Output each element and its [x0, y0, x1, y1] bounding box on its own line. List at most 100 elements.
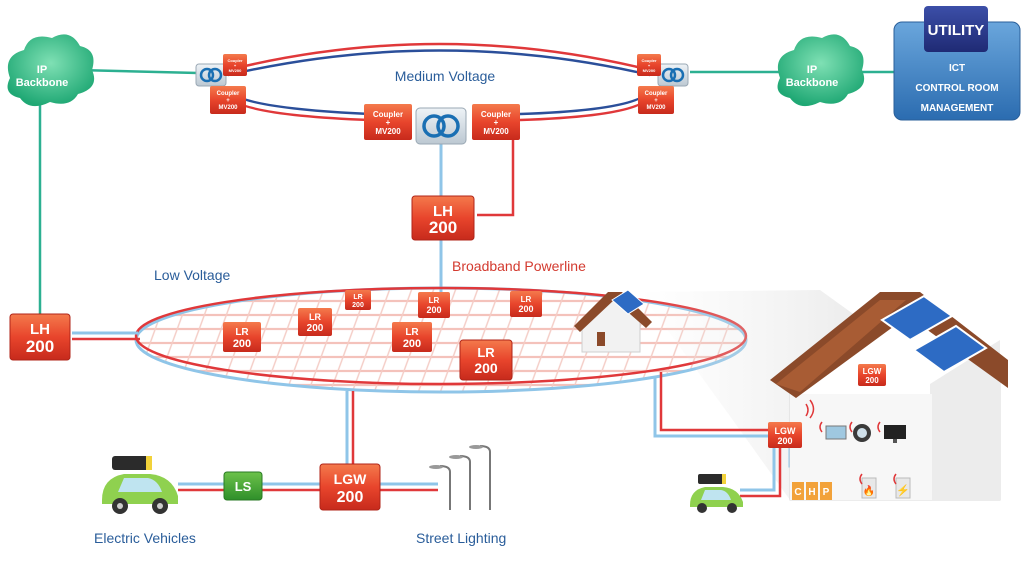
- coupler-mv200-mid-left: Coupler + MV200: [210, 86, 246, 114]
- svg-text:Coupler: Coupler: [373, 110, 403, 119]
- ip-backbone-right: IP Backbone: [777, 34, 865, 107]
- lr-200-repeater: LR 200: [418, 292, 450, 318]
- electric-vehicles-label: Electric Vehicles: [94, 530, 196, 546]
- appliance-icons: 🔥 ⚡: [861, 477, 911, 499]
- svg-text:MV200: MV200: [229, 68, 242, 73]
- svg-text:MV200: MV200: [646, 105, 666, 111]
- svg-text:200: 200: [233, 338, 251, 350]
- electric-car-icon: [102, 456, 178, 514]
- small-house-icon: [574, 289, 652, 353]
- home: 🔥 ⚡: [770, 292, 1008, 501]
- coupler-mv200-top-left: Coupler + MV200: [223, 54, 247, 76]
- lr-200-repeater: LR 200: [392, 322, 432, 352]
- svg-text:+: +: [226, 98, 230, 104]
- svg-text:+: +: [494, 118, 499, 127]
- tv-icon: [884, 425, 906, 443]
- svg-text:LR: LR: [521, 295, 532, 304]
- coupler-units: [195, 63, 689, 145]
- utility-line-ict: ICT: [949, 63, 965, 74]
- medium-voltage-label: Medium Voltage: [395, 68, 496, 84]
- svg-text:+: +: [648, 63, 651, 68]
- street-links: [178, 482, 438, 492]
- cloud-right-line2: Backbone: [786, 77, 839, 89]
- svg-text:+: +: [386, 118, 391, 127]
- svg-text:P: P: [823, 487, 830, 498]
- solar-panel-icon: [880, 294, 988, 374]
- svg-text:200: 200: [426, 305, 441, 315]
- svg-text:LR: LR: [429, 296, 440, 305]
- svg-text:🔥: 🔥: [863, 484, 875, 497]
- svg-text:Coupler: Coupler: [641, 58, 657, 63]
- low-voltage-label: Low Voltage: [154, 267, 230, 283]
- svg-text:200: 200: [865, 376, 879, 385]
- svg-text:H: H: [808, 487, 815, 498]
- wifi-icon: [805, 399, 897, 485]
- lgw-200-house: LGW 200: [768, 422, 802, 448]
- meter-icon: [853, 424, 871, 442]
- svg-text:LR: LR: [353, 294, 362, 301]
- svg-text:⚡: ⚡: [896, 484, 910, 497]
- lr-200-repeaters: LR 200 LR 200 LR 200 LR 200 LR 200 LR 20…: [223, 290, 542, 381]
- svg-text:Coupler: Coupler: [227, 58, 243, 63]
- svg-text:200: 200: [352, 302, 364, 309]
- svg-text:LH: LH: [30, 321, 50, 338]
- svg-text:+: +: [654, 98, 658, 104]
- svg-text:MV200: MV200: [375, 127, 401, 136]
- svg-text:LR: LR: [235, 327, 249, 338]
- svg-text:LGW: LGW: [334, 471, 367, 487]
- svg-text:LGW: LGW: [775, 426, 796, 436]
- lh-200-top: LH 200: [411, 195, 475, 241]
- svg-text:Coupler: Coupler: [481, 110, 511, 119]
- svg-text:MV200: MV200: [643, 68, 656, 73]
- svg-text:MV200: MV200: [483, 127, 509, 136]
- computer-icon: [825, 425, 847, 440]
- svg-text:LS: LS: [235, 479, 252, 494]
- svg-text:Coupler: Coupler: [645, 91, 668, 97]
- svg-text:LR: LR: [309, 312, 321, 322]
- broadband-powerline-label: Broadband Powerline: [452, 258, 586, 274]
- svg-text:200: 200: [777, 436, 792, 446]
- svg-text:LR: LR: [405, 327, 419, 338]
- electric-car-small-icon: [690, 474, 743, 513]
- lh-200-left: LH 200: [9, 313, 71, 361]
- street-light-icon: [429, 445, 491, 510]
- ip-backbone-left: IP Backbone: [7, 34, 95, 107]
- lr-200-repeater: LR 200: [298, 308, 332, 336]
- svg-text:200: 200: [403, 338, 421, 350]
- svg-text:LGW: LGW: [863, 367, 882, 376]
- lr-200-repeater: LR 200: [345, 290, 371, 310]
- coupler-unit-center: [415, 107, 467, 145]
- lr-200-repeater: LR 200: [459, 339, 513, 381]
- coupler-unit-left: [195, 63, 227, 87]
- svg-text:200: 200: [429, 218, 457, 237]
- lr-200-repeater: LR 200: [510, 291, 542, 317]
- coupler-mv200-boxes: Coupler + MV200 Coupler + MV200 Coupler …: [210, 54, 674, 140]
- coupler-mv200-top-right: Coupler + MV200: [637, 54, 661, 76]
- svg-text:200: 200: [307, 323, 324, 334]
- cloud-left-line2: Backbone: [16, 77, 69, 89]
- svg-text:200: 200: [26, 337, 54, 356]
- lgw-200-house-top: LGW 200: [858, 364, 886, 386]
- utility-title: UTILITY: [928, 22, 985, 39]
- coupler-mv200-mid-right: Coupler + MV200: [638, 86, 674, 114]
- svg-text:+: +: [234, 63, 237, 68]
- chp-unit: C H P: [792, 482, 832, 500]
- svg-text:MV200: MV200: [218, 105, 238, 111]
- utility-line-management: MANAGEMENT: [921, 103, 994, 114]
- svg-text:LH: LH: [433, 203, 453, 220]
- ls-box: LS: [223, 471, 263, 501]
- coupler-unit-right: [657, 63, 689, 87]
- coupler-mv200-bottom-right: Coupler + MV200: [472, 104, 520, 140]
- cloud-left-line1: IP: [37, 64, 47, 76]
- svg-text:200: 200: [337, 489, 364, 506]
- svg-text:200: 200: [518, 304, 533, 314]
- svg-text:C: C: [794, 487, 801, 498]
- power-link-coupler-lh: [477, 140, 515, 217]
- coupler-mv200-bottom-left: Coupler + MV200: [364, 104, 412, 140]
- street-lighting-label: Street Lighting: [416, 530, 506, 546]
- utility-control-room: UTILITY ICT CONTROL ROOM MANAGEMENT: [893, 6, 1021, 121]
- svg-text:LR: LR: [477, 345, 495, 360]
- cloud-right-line1: IP: [807, 64, 817, 76]
- svg-text:200: 200: [474, 360, 498, 376]
